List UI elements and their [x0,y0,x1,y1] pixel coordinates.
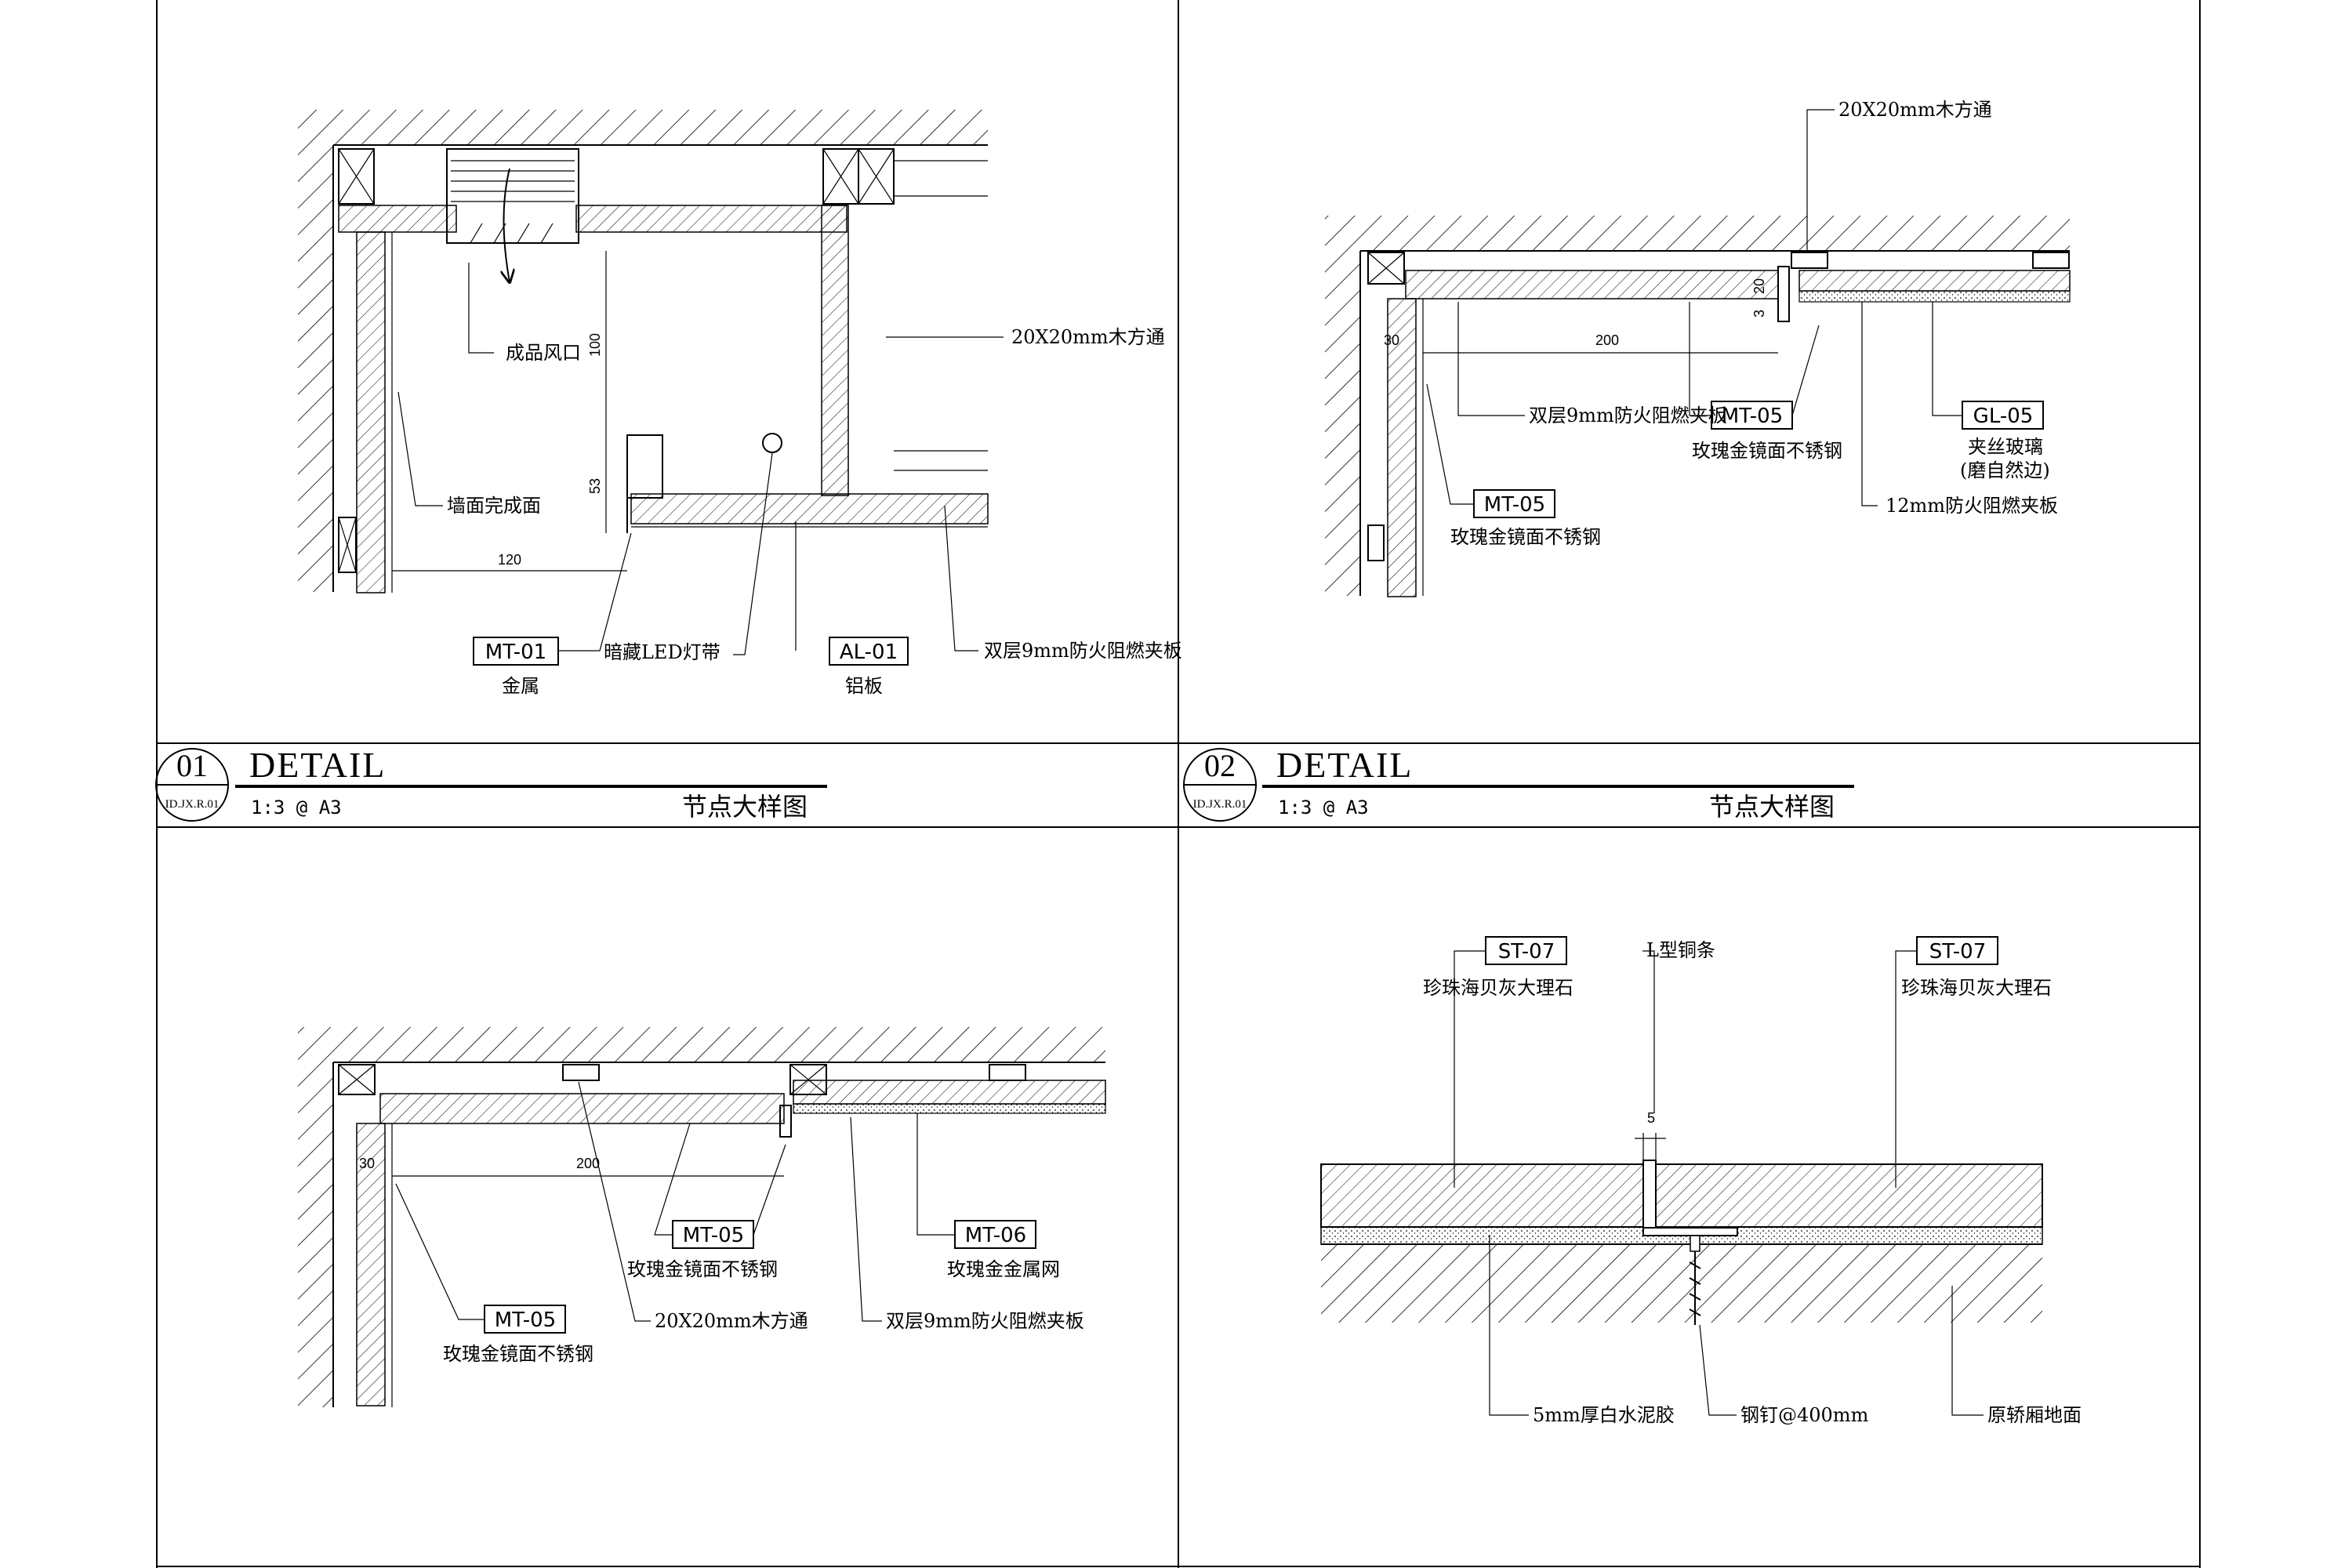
panel-number: 02 [1204,748,1236,783]
panel-scale: 1:3 @ A3 [1278,797,1369,818]
dim-200: 200 [576,1156,600,1171]
dim-5: 5 [1647,1110,1655,1126]
label-mt05-desc: 玫瑰金镜面不锈钢 [1692,440,1842,462]
panel-title: DETAIL [1276,745,1413,785]
dim-200: 200 [1595,332,1619,348]
label-mt05-wall-desc: 玫瑰金镜面不锈钢 [1450,526,1601,548]
tag-gl05: GL-05 [1973,405,2034,428]
title-block-02: 02 ID.JX.R.01 DETAIL 1:3 @ A3 节点大样图 [1183,745,1854,822]
label-wall-finish: 墙面完成面 [447,495,541,517]
panel-title: DETAIL [249,745,386,785]
label-st07-left-desc: 珍珠海贝灰大理石 [1423,977,1573,999]
tag-st07-right: ST-07 [1929,940,1986,964]
label-strip: L型铜条 [1646,939,1715,961]
detail-4-floor-marble: 5 ST-07 珍珠海贝灰大理石 L型铜条 ST-07 珍珠海贝灰大理石 5mm… [1320,936,2082,1426]
label-al01-desc: 铝板 [845,675,883,697]
label-wood: 20X20mm木方通 [655,1310,808,1332]
panel-scale: 1:3 @ A3 [251,797,342,818]
label-board: 双层9mm防火阻燃夹板 [984,640,1182,662]
dim-3: 3 [1751,310,1767,318]
dim-30: 30 [359,1156,375,1171]
title-block-01: 01 ID.JX.R.01 DETAIL 1:3 @ A3 节点大样图 [155,745,827,822]
detail-3-ceiling-mesh: 200 30 MT-05 玫瑰金镜面不锈钢 MT-05 玫瑰金镜面不锈钢 20X… [298,1027,1106,1407]
panel-number: 01 [176,748,208,783]
label-mt06-desc: 玫瑰金金属网 [947,1258,1060,1280]
detail-2-ceiling-glass: 200 30 20 3 20X20mm木方通 双层9mm防火阻燃夹板 MT-05… [1325,99,2071,597]
tag-mt06: MT-06 [965,1224,1026,1247]
label-mt05-wall-desc: 玫瑰金镜面不锈钢 [443,1343,593,1365]
label-led: 暗藏LED灯带 [604,641,720,663]
tag-mt05: MT-05 [1722,405,1783,428]
dim-100: 100 [587,333,603,357]
vent-grille [446,148,579,282]
dim-20: 20 [1751,278,1767,294]
label-wood: 20X20mm木方通 [1838,99,1992,121]
label-board: 双层9mm防火阻燃夹板 [886,1310,1084,1332]
label-mortar: 5mm厚白水泥胶 [1533,1404,1675,1426]
detail-1-ceiling-vent: 100 53 120 成品风口 墙面完成面 20X20mm木方通 MT-01 金… [298,110,1182,697]
label-wood: 20X20mm木方通 [1011,326,1165,348]
panel-name: 节点大样图 [682,792,808,822]
label-nail: 钢钉@400mm [1740,1404,1869,1426]
label-vent: 成品风口 [506,342,581,364]
wood-block [338,148,895,573]
tag-mt01: MT-01 [485,641,546,664]
label-gl05-desc: 夹丝玻璃 [1968,436,2043,458]
dim-120: 120 [498,552,521,568]
tag-st07-left: ST-07 [1498,940,1555,964]
label-mt05-desc: 玫瑰金镜面不锈钢 [627,1258,778,1280]
dim-30: 30 [1384,332,1399,348]
label-mt01-desc: 金属 [502,675,539,697]
sheet-ref: ID.JX.R.01 [1193,798,1247,811]
label-board12: 12mm防火阻燃夹板 [1886,495,2058,517]
label-gl05-desc2: (磨自然边) [1960,459,2050,481]
label-st07-right-desc: 珍珠海贝灰大理石 [1901,977,2052,999]
tag-al01: AL-01 [840,641,898,664]
sheet-ref: ID.JX.R.01 [165,798,220,811]
tag-mt05: MT-05 [683,1224,744,1247]
label-floor: 原轿厢地面 [1987,1404,2082,1426]
panel-name: 节点大样图 [1709,792,1835,822]
dim-53: 53 [587,478,603,494]
tag-mt05-wall: MT-05 [1484,493,1545,517]
tag-mt05-wall: MT-05 [495,1308,556,1332]
sheet-frame [156,0,2201,1568]
